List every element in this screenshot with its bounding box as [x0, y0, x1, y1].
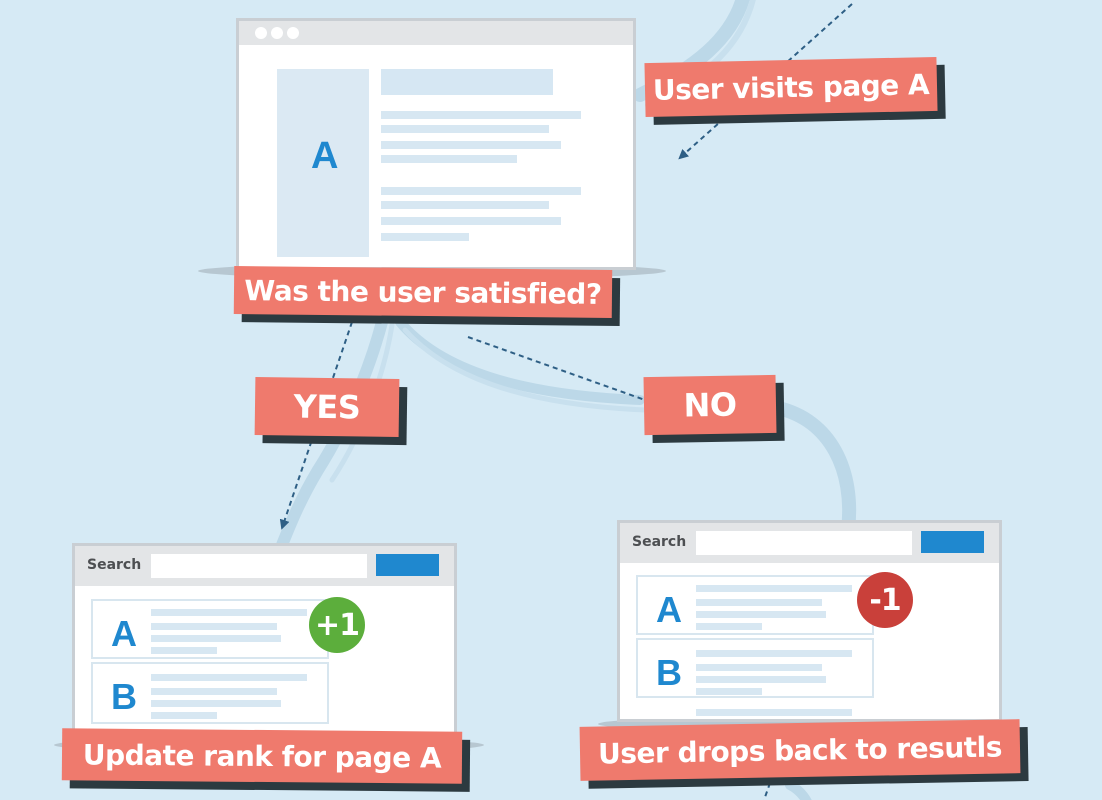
- label-user-drops-back: User drops back to resutls: [580, 719, 1021, 781]
- result-line: [151, 647, 217, 654]
- label-text: Was the user satisfied?: [244, 273, 602, 311]
- search-input[interactable]: [696, 531, 912, 555]
- label-text: YES: [293, 387, 361, 427]
- page-a-image: [277, 69, 369, 257]
- content-line: [381, 125, 549, 133]
- label-text: User drops back to resutls: [597, 729, 1003, 771]
- result-item-b[interactable]: B: [91, 662, 329, 724]
- label-user-visits-page-a: User visits page A: [644, 57, 937, 117]
- content-line: [381, 187, 581, 195]
- search-bar: Search: [75, 546, 454, 586]
- label-yes: YES: [255, 377, 400, 437]
- result-line: [696, 709, 852, 716]
- content-line: [381, 217, 561, 225]
- result-line: [151, 609, 307, 616]
- window-titlebar: [239, 21, 633, 45]
- result-letter: B: [656, 652, 682, 693]
- search-input[interactable]: [151, 554, 367, 578]
- result-line: [696, 585, 852, 592]
- brush-stroke-bottom: [785, 780, 812, 800]
- result-line: [151, 674, 307, 681]
- content-line: [381, 233, 469, 241]
- minus-one-badge: -1: [857, 572, 913, 628]
- result-letter: A: [111, 613, 137, 654]
- result-line: [696, 650, 852, 657]
- content-heading-bar: [381, 69, 553, 95]
- result-line: [696, 611, 826, 618]
- search-results-right: Search A B: [617, 520, 1002, 722]
- content-line: [381, 111, 581, 119]
- result-item-a[interactable]: A: [636, 575, 874, 635]
- label-update-rank: Update rank for page A: [62, 728, 462, 783]
- brush-stroke-no: [395, 317, 857, 537]
- search-label: Search: [87, 557, 142, 573]
- result-line: [696, 688, 762, 695]
- label-was-user-satisfied: Was the user satisfied?: [234, 266, 612, 318]
- arrow-to-top-window: [678, 3, 853, 160]
- result-line: [151, 623, 277, 630]
- page-a-letter: A: [311, 135, 339, 177]
- label-text: User visits page A: [652, 67, 930, 107]
- search-button[interactable]: [376, 554, 439, 576]
- content-line: [381, 141, 561, 149]
- label-no: NO: [644, 375, 777, 435]
- search-button[interactable]: [921, 531, 984, 553]
- result-line: [696, 664, 822, 671]
- result-letter: B: [111, 676, 137, 717]
- search-results-left: Search A B: [72, 543, 457, 743]
- content-line: [381, 155, 517, 163]
- result-line: [696, 599, 822, 606]
- result-line: [151, 688, 277, 695]
- result-item-a[interactable]: A: [91, 599, 329, 659]
- result-line: [696, 623, 762, 630]
- content-line: [381, 201, 549, 209]
- window-dot-icon: [255, 27, 267, 39]
- window-dot-icon: [287, 27, 299, 39]
- result-letter: A: [656, 589, 682, 630]
- result-line: [696, 676, 826, 683]
- label-text: NO: [683, 385, 737, 425]
- arrow-bottom: [763, 782, 771, 800]
- plus-one-badge: +1: [309, 597, 365, 653]
- window-dot-icon: [271, 27, 283, 39]
- result-line: [151, 635, 281, 642]
- arrow-no: [467, 336, 646, 401]
- label-text: Update rank for page A: [82, 737, 442, 775]
- browser-window-page-a: A: [236, 18, 636, 270]
- result-line: [151, 700, 281, 707]
- search-bar: Search: [620, 523, 999, 563]
- result-item-b[interactable]: B: [636, 638, 874, 698]
- search-label: Search: [632, 534, 687, 550]
- result-line: [151, 712, 217, 719]
